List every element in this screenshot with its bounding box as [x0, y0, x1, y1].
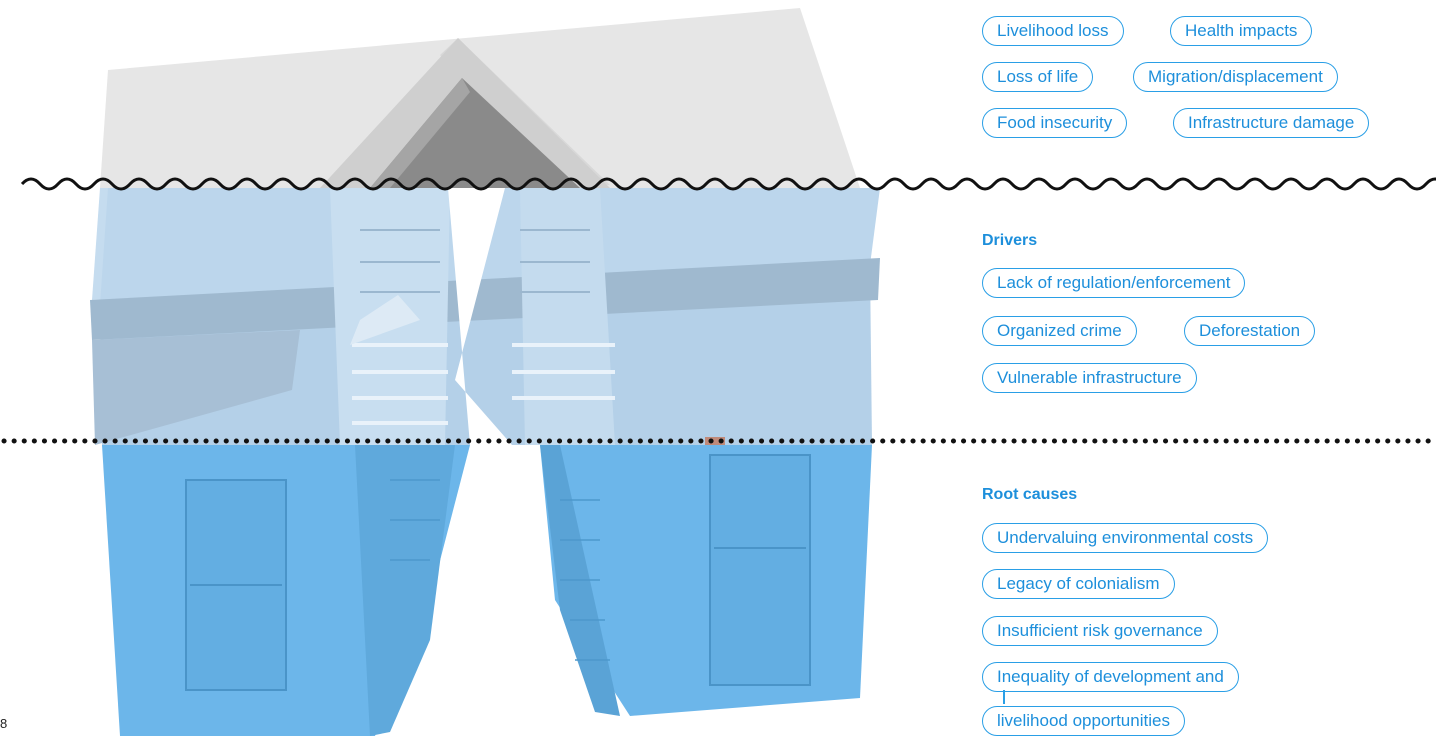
house-lower-section	[102, 437, 872, 736]
driver-pill-organized-crime: Organized crime	[982, 316, 1137, 346]
house-roof-above-surface	[100, 8, 860, 188]
impact-pill-migration-displacement: Migration/displacement	[1133, 62, 1338, 92]
impact-pill-livelihood-loss: Livelihood loss	[982, 16, 1124, 46]
driver-pill-deforestation: Deforestation	[1184, 316, 1315, 346]
house-middle-section	[90, 188, 880, 445]
drivers-heading: Drivers	[982, 232, 1037, 250]
impact-pill-food-insecurity: Food insecurity	[982, 108, 1127, 138]
root-causes-heading: Root causes	[982, 486, 1077, 504]
root-cause-pill-inequality-of-development: Inequality of development and	[982, 662, 1239, 692]
root-cause-pill-insufficient-risk-governance: Insufficient risk governance	[982, 616, 1218, 646]
impact-pill-health-impacts: Health impacts	[1170, 16, 1312, 46]
driver-pill-vulnerable-infrastructure: Vulnerable infrastructure	[982, 363, 1197, 393]
driver-pill-lack-of-regulation: Lack of regulation/enforcement	[982, 268, 1245, 298]
impact-pill-infrastructure-damage: Infrastructure damage	[1173, 108, 1369, 138]
root-cause-pill-livelihood-opportunities: livelihood opportunities	[982, 706, 1185, 736]
root-cause-pill-legacy-of-colonialism: Legacy of colonialism	[982, 569, 1175, 599]
page-number: 8	[0, 716, 7, 731]
pill-connector	[1003, 690, 1005, 704]
root-cause-pill-undervaluing-environmental-costs: Undervaluing environmental costs	[982, 523, 1268, 553]
impact-pill-loss-of-life: Loss of life	[982, 62, 1093, 92]
